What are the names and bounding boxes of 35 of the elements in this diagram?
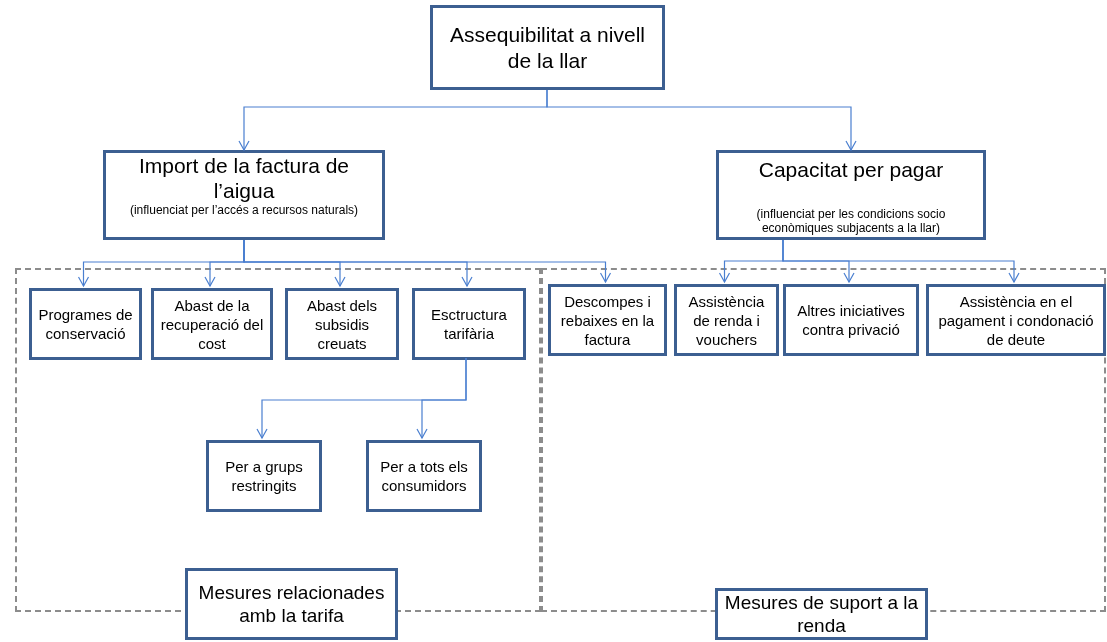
measure-box: [783, 284, 919, 356]
measure-box: [926, 284, 1106, 356]
box-title: Esctructura tarifària: [430, 305, 508, 343]
measure-box: [412, 288, 526, 360]
box-title: Abast de la recuperació del cost: [159, 295, 265, 353]
category-box: [103, 150, 385, 240]
measure-box: [548, 284, 667, 356]
box-title: Per a grups restringits: [224, 457, 304, 495]
box-title: Programes de conservació: [37, 305, 134, 343]
connector-arrow: [782, 239, 1020, 283]
box-title: Mesures relacionades amb la tarifa: [197, 581, 386, 627]
measure-box: [366, 440, 482, 512]
category-box: [716, 150, 986, 240]
box-title: Mesures de suport a la renda: [723, 591, 920, 637]
box-title: Descompes i rebaixes en la factura: [559, 291, 656, 349]
connector-arrow: [416, 357, 467, 439]
measure-box: [29, 288, 142, 360]
box-title: Assequibilitat a nivell de la llar: [449, 21, 646, 74]
box-title: Assistència en el pagament i condonació de deute: [937, 291, 1095, 349]
box-note: (influenciat per les condicions socio econòmiques subjacents a la llar): [755, 207, 947, 235]
group-label-box: [185, 568, 398, 640]
box-title: Assistència de renda i vouchers: [687, 291, 766, 349]
box-title: Per a tots els consumidors: [379, 457, 469, 495]
box-title: Capacitat per pagar: [758, 157, 944, 182]
connector-arrow: [546, 89, 857, 151]
box-note: (influenciat per l’accés a recursos naturals): [129, 203, 359, 217]
box-title: Abast dels subsidis creuats: [305, 295, 378, 353]
box-title: Import de la factura de l’aigua: [137, 153, 351, 203]
measure-box: [206, 440, 322, 512]
box-title: Altres iniciatives contra privació: [796, 301, 906, 339]
measure-box: [151, 288, 273, 360]
measure-box: [285, 288, 399, 360]
title-box: [430, 5, 665, 90]
measure-box: [674, 284, 779, 356]
group-label-box: [715, 588, 928, 640]
